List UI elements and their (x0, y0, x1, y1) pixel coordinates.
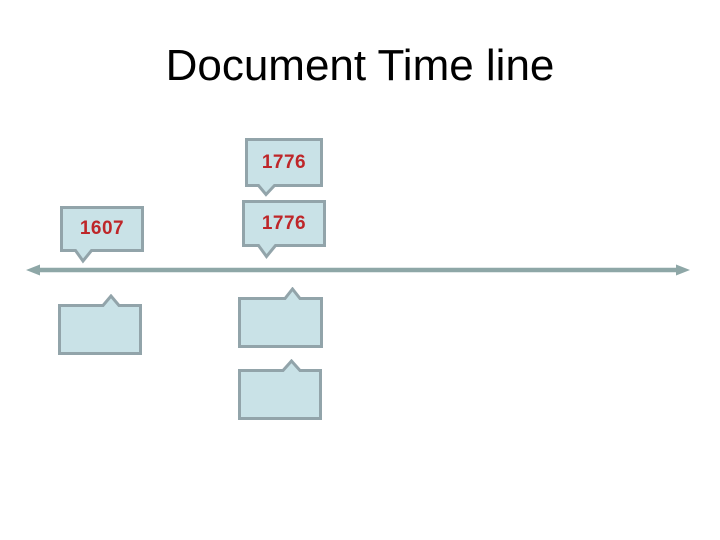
callout-down-tail-shape (245, 138, 323, 197)
callout-1776-top: 1776 (245, 138, 323, 198)
year-label: 1607 (79, 218, 125, 239)
callout-up-tail-shape (238, 287, 323, 348)
callout-up-tail-shape (58, 294, 142, 355)
year-label (58, 305, 142, 353)
callout-1776-middle: 1776 (242, 200, 326, 259)
year-label (238, 370, 322, 418)
callout-blank-lower (238, 359, 322, 420)
year-label: 1776 (261, 151, 307, 173)
callout-up-tail-shape (238, 359, 322, 420)
slide-title: Document Time line (165, 41, 555, 90)
callout-down-tail-shape (60, 206, 144, 264)
callout-blank-left (58, 294, 142, 355)
callout-blank-center (238, 287, 323, 348)
callout-1607: 1607 (60, 206, 144, 264)
year-label (238, 298, 323, 346)
callout-down-tail-shape (242, 200, 326, 259)
timeline-double-arrow-icon (26, 264, 690, 276)
year-label: 1776 (261, 212, 307, 234)
